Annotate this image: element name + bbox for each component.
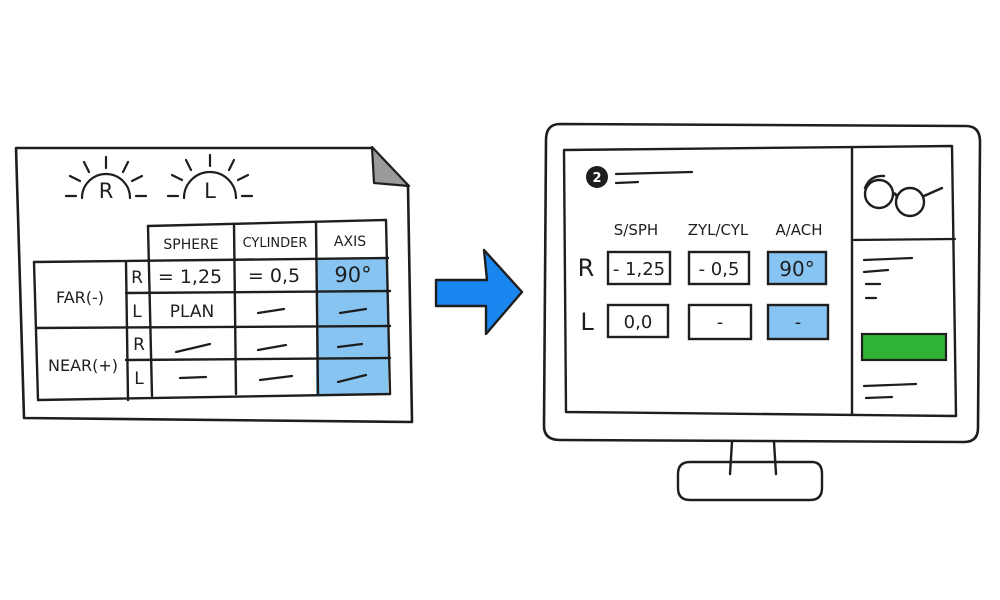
sphere-value: 0,0 xyxy=(624,312,653,333)
column-header: S/SPH xyxy=(614,221,658,239)
eye-label: L xyxy=(134,369,144,389)
sphere-field[interactable] xyxy=(606,250,672,286)
title-placeholder-lines xyxy=(614,170,694,185)
section-label: NEAR(+) xyxy=(48,356,118,375)
paper-table-grid xyxy=(32,218,392,402)
eye-label: L xyxy=(580,308,594,336)
dial-right: R xyxy=(64,155,148,203)
dial-label: L xyxy=(204,179,216,203)
axis-value: - xyxy=(795,312,802,333)
confirm-button[interactable] xyxy=(860,332,948,362)
section-label: FAR(-) xyxy=(56,288,104,307)
sphere-cell: PLAN xyxy=(170,302,214,322)
sphere-value: - 1,25 xyxy=(613,259,665,280)
monitor-stand-base xyxy=(676,460,824,502)
eye-label: R xyxy=(578,254,595,282)
eye-label: R xyxy=(133,335,145,355)
side-panel-divider xyxy=(850,237,957,242)
paper-form: R L SPHERE CYLINDER AXIS xyxy=(14,145,414,424)
side-panel-text-lines xyxy=(862,256,914,300)
eye-label: L xyxy=(132,302,142,322)
dial-left: L xyxy=(166,153,254,203)
sphere-field[interactable] xyxy=(606,303,670,339)
column-header: A/ACH xyxy=(775,221,822,239)
side-panel-text-lines xyxy=(862,382,918,400)
cylinder-value: - xyxy=(717,312,724,333)
monitor: 2 S/SPH ZYL/CYL A/ACH R L - 1,25 - 0,5 9… xyxy=(542,122,982,502)
glasses-icon xyxy=(863,174,944,218)
dial-label: R xyxy=(99,179,114,203)
cylinder-field[interactable] xyxy=(687,250,751,286)
paper-sheet xyxy=(14,146,414,424)
eye-label: R xyxy=(131,268,143,288)
axis-field[interactable] xyxy=(766,303,830,341)
column-header: CYLINDER xyxy=(243,236,308,251)
axis-field[interactable] xyxy=(766,250,828,286)
monitor-screen xyxy=(562,144,958,418)
step-number: 2 xyxy=(592,171,601,186)
monitor-frame xyxy=(542,122,982,444)
paper-corner-fold xyxy=(370,145,411,188)
blank-entry-dashes xyxy=(174,307,368,384)
cylinder-field[interactable] xyxy=(687,303,753,341)
sphere-cell: = 1,25 xyxy=(158,266,222,288)
axis-cell: 90° xyxy=(334,263,371,287)
cylinder-value: - 0,5 xyxy=(699,259,740,280)
column-header: ZYL/CYL xyxy=(688,221,749,239)
cylinder-cell: = 0,5 xyxy=(248,265,300,287)
monitor-stand-neck xyxy=(728,440,778,476)
column-header: SPHERE xyxy=(163,237,218,253)
step-badge xyxy=(586,166,608,188)
axis-value: 90° xyxy=(779,257,814,281)
column-header: AXIS xyxy=(334,234,366,250)
arrow-right-icon xyxy=(434,248,524,336)
